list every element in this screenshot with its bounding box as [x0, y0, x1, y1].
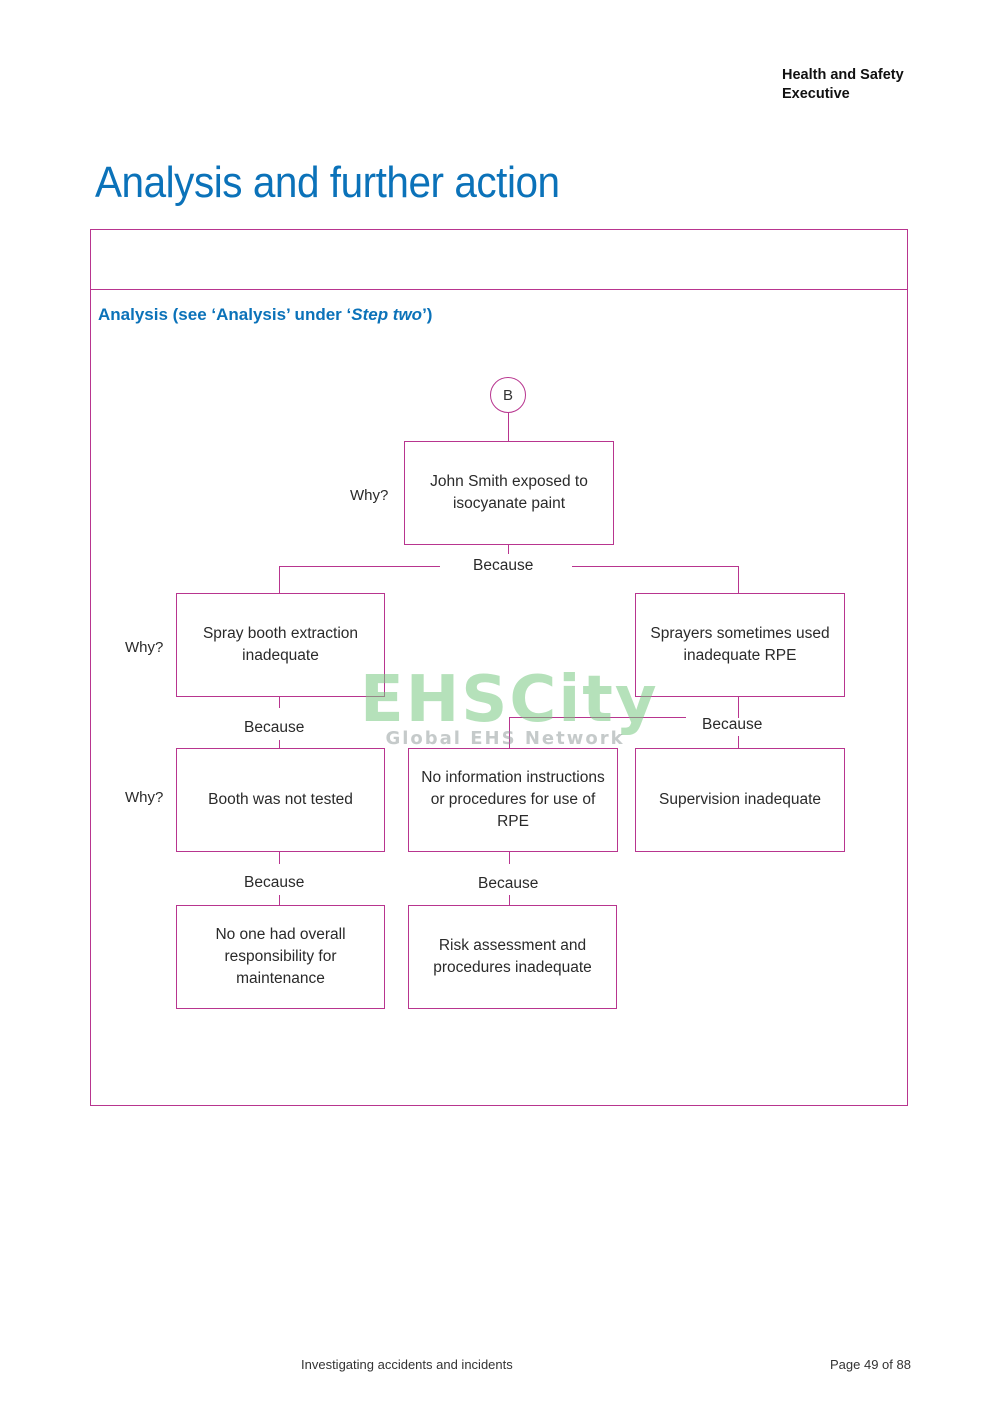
because-label: Because: [244, 719, 305, 736]
connector: [509, 717, 686, 718]
connector: [738, 696, 739, 718]
connector: [509, 852, 510, 864]
because-label: Because: [702, 716, 763, 733]
organisation-name: Health and Safety Executive: [782, 66, 904, 104]
because-label: Because: [473, 557, 534, 574]
page-title: Analysis and further action: [95, 158, 560, 207]
why-label: Why?: [125, 789, 164, 806]
start-node: B: [490, 377, 526, 413]
connector: [738, 736, 739, 748]
connector: [508, 544, 509, 554]
connector: [508, 413, 509, 441]
cause-box: Supervision inadequate: [635, 748, 845, 852]
cause-box: Sprayers sometimes used inadequate RPE: [635, 593, 845, 697]
connector: [738, 566, 739, 593]
organisation-name-line-2: Executive: [782, 86, 850, 102]
connector: [572, 566, 739, 567]
why-label: Why?: [125, 639, 164, 656]
section-heading-suffix: ’): [422, 305, 433, 324]
connector: [509, 717, 510, 748]
section-heading: Analysis (see ‘Analysis’ under ‘Step two…: [98, 305, 432, 325]
organisation-name-line-1: Health and Safety: [782, 67, 904, 83]
root-cause-box: John Smith exposed to isocyanate paint: [404, 441, 614, 545]
cause-box: No information instructions or procedure…: [408, 748, 618, 852]
section-heading-prefix: Analysis (see ‘Analysis’ under ‘: [98, 305, 352, 324]
cause-box: Spray booth extraction inadequate: [176, 593, 385, 697]
panel-divider: [91, 289, 907, 290]
connector: [279, 895, 280, 905]
section-heading-step-link: Step two: [351, 305, 423, 324]
connector: [279, 566, 280, 593]
cause-box: Booth was not tested: [176, 748, 385, 852]
connector: [279, 852, 280, 864]
cause-box: Risk assessment and procedures inadequat…: [408, 905, 617, 1009]
analysis-panel: [90, 229, 908, 1106]
because-label: Because: [244, 874, 305, 891]
connector: [279, 566, 440, 567]
why-label: Why?: [350, 487, 389, 504]
footer-document-title: Investigating accidents and incidents: [301, 1357, 513, 1372]
because-label: Because: [478, 875, 539, 892]
footer-page-number: Page 49 of 88: [830, 1357, 911, 1372]
connector: [279, 696, 280, 708]
connector: [279, 740, 280, 748]
cause-box: No one had overall responsibility for ma…: [176, 905, 385, 1009]
connector: [509, 895, 510, 905]
